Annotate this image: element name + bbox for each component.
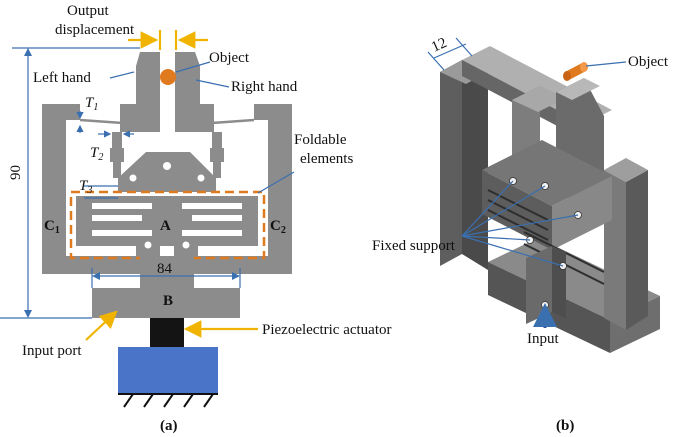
b-fixed-support-label: Fixed support xyxy=(372,238,456,254)
input-port-arrow xyxy=(85,310,258,341)
caption-a: (a) xyxy=(160,418,178,434)
t1-label: T1 xyxy=(85,95,98,113)
ground-hatch xyxy=(118,393,218,408)
c1-label: C1 xyxy=(44,218,60,236)
dim-90-label: 90 xyxy=(8,165,24,180)
b-foldable-stack xyxy=(482,140,612,206)
left-hand-label: Left hand xyxy=(33,70,91,86)
b-object-cylinder xyxy=(563,62,588,81)
base-block xyxy=(118,347,218,393)
t2-blocks xyxy=(110,132,224,178)
dim-90-line xyxy=(0,47,140,319)
panel-b: 12 Object Fixed support Input (b) xyxy=(372,35,669,434)
b-dim-12-label: 12 xyxy=(429,35,449,56)
caption-b: (b) xyxy=(556,418,574,434)
b-right-column xyxy=(626,170,648,330)
foldable-label-1: Foldable xyxy=(294,132,347,148)
left-hand xyxy=(120,52,160,132)
input-stem xyxy=(140,256,194,288)
linkage-block xyxy=(118,152,216,192)
b-stem xyxy=(526,246,552,324)
output-displacement-label-1: Output xyxy=(67,3,110,19)
t3-label: T3 xyxy=(79,178,92,196)
c2-label: C2 xyxy=(270,218,286,236)
object-label-a: Object xyxy=(209,50,250,66)
t1-beams xyxy=(79,118,255,126)
leader-lines-a xyxy=(109,61,295,194)
c1-frame xyxy=(42,104,142,274)
b-label: B xyxy=(163,293,173,309)
b-left-column xyxy=(440,60,462,266)
object-ball-a xyxy=(160,69,176,85)
dim-84-label: 84 xyxy=(157,261,173,277)
foldable-label-2: elements xyxy=(300,151,353,167)
b-leader-lines xyxy=(461,61,627,267)
output-displacement-arrows xyxy=(128,30,208,50)
panel-a: Output displacement Object Left hand Rig… xyxy=(0,3,392,434)
foldable-body xyxy=(76,196,258,256)
b-dim-12 xyxy=(427,37,473,71)
t2-label: T2 xyxy=(90,145,103,163)
dim-84-line xyxy=(91,268,241,288)
b-input-label: Input xyxy=(527,331,559,347)
a-label: A xyxy=(160,218,171,234)
right-hand-label: Right hand xyxy=(231,79,298,95)
input-port-label: Input port xyxy=(22,343,82,359)
t-markers xyxy=(76,111,134,199)
b-object-label: Object xyxy=(628,54,669,70)
output-displacement-label-2: displacement xyxy=(55,22,135,38)
c2-frame xyxy=(192,104,292,274)
right-hand xyxy=(175,52,214,132)
piezo-label: Piezoelectric actuator xyxy=(262,322,392,338)
